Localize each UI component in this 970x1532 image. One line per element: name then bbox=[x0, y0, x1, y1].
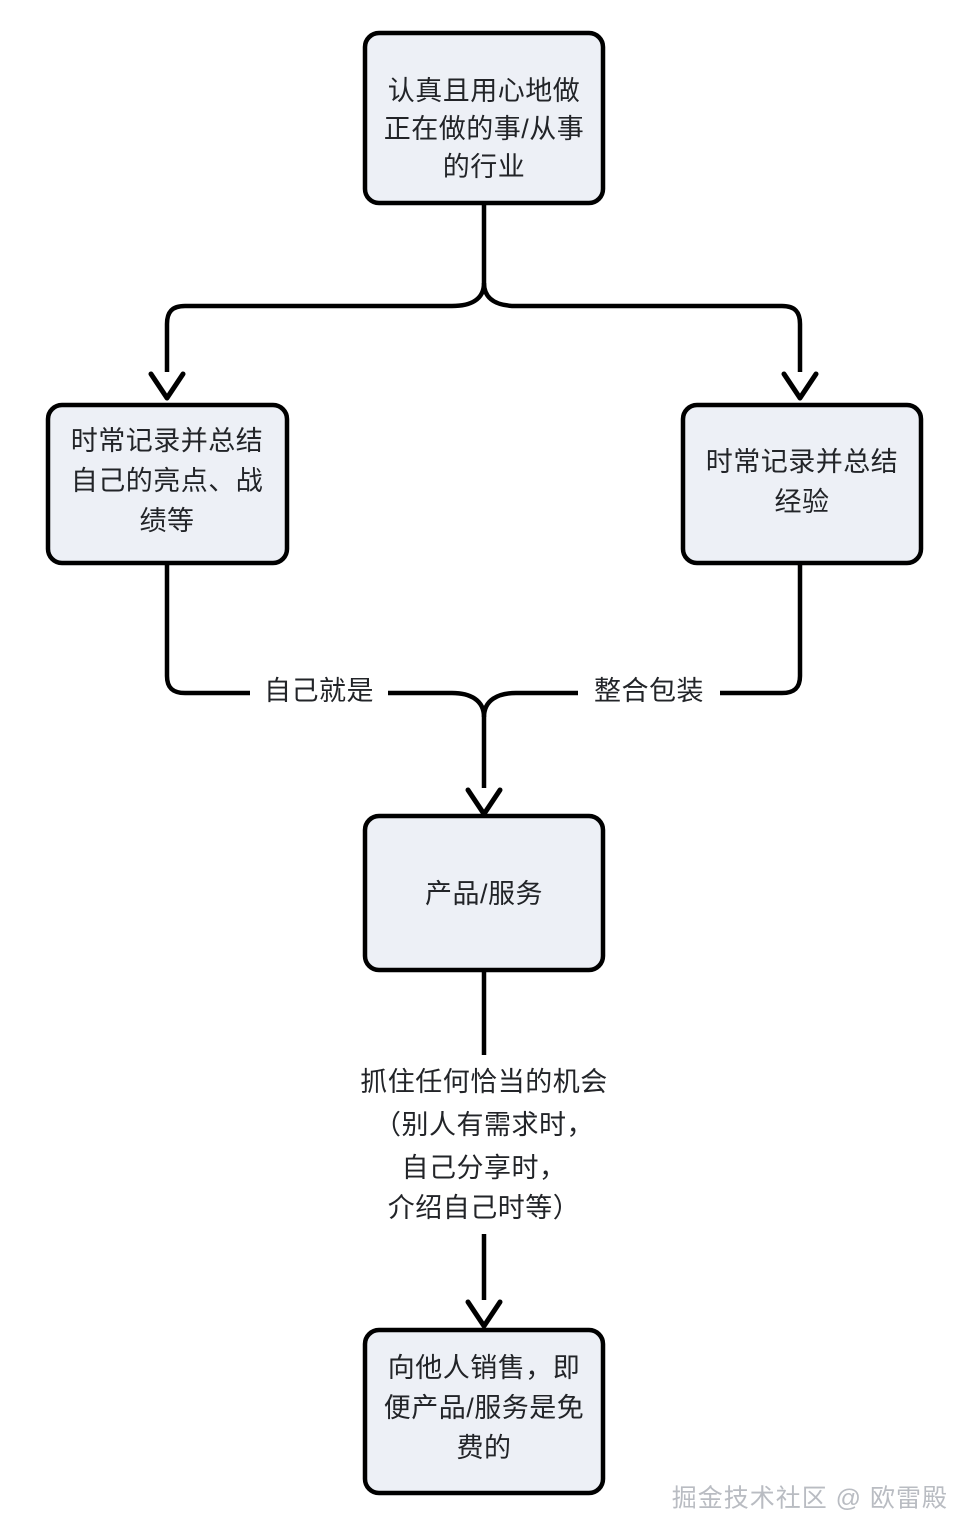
edge-label-text-line: （别人有需求时， bbox=[374, 1110, 594, 1140]
edge-label-backdrop bbox=[253, 672, 385, 714]
edge-label-backdrop bbox=[348, 1058, 620, 1234]
node-box[interactable] bbox=[362, 1327, 606, 1496]
node-text-line: 认真且用心地做 bbox=[388, 76, 581, 106]
edge-root-to-right bbox=[481, 282, 803, 372]
edge-label-text: 自己就是 bbox=[264, 676, 374, 706]
node-text-line: 正在做的事/从事 bbox=[384, 114, 585, 144]
node-box[interactable] bbox=[362, 30, 606, 206]
edge-product-to-sell bbox=[465, 970, 503, 1329]
node-text-line: 绩等 bbox=[140, 506, 195, 536]
watermark-label: 掘金技术社区 @ 欧雷殿 bbox=[672, 1485, 948, 1513]
arrow-head-to-sell-node bbox=[465, 1299, 503, 1329]
node-text-line: 费的 bbox=[457, 1433, 512, 1463]
node-text-line: 经验 bbox=[775, 487, 830, 517]
edge-root-split bbox=[148, 202, 819, 401]
node-text-line: 时常记录并总结 bbox=[71, 426, 264, 456]
edge-label-seize-opportunity: 抓住任何恰当的机会 （别人有需求时， 自己分享时， 介绍自己时等） bbox=[348, 1058, 620, 1234]
node-text-line: 产品/服务 bbox=[425, 879, 543, 909]
edge-label-text-line: 介绍自己时等） bbox=[388, 1193, 581, 1223]
edge-left-label-to-center bbox=[388, 690, 487, 718]
edge-label-text-line: 自己分享时， bbox=[402, 1153, 567, 1183]
node-sell-to-others[interactable]: 向他人销售，即 便产品/服务是免 费的 bbox=[362, 1327, 606, 1496]
node-text-line: 自己的亮点、战 bbox=[71, 466, 264, 496]
node-box[interactable] bbox=[680, 402, 924, 566]
edge-label-self-is: 自己就是 bbox=[253, 672, 385, 714]
edge-label-integrate-package: 整合包装 bbox=[581, 672, 717, 714]
arrow-head-to-left-node bbox=[148, 371, 186, 401]
edge-label-text: 整合包装 bbox=[594, 676, 704, 706]
node-do-work-seriously[interactable]: 认真且用心地做 正在做的事/从事 的行业 bbox=[362, 30, 606, 206]
edge-root-to-left bbox=[164, 282, 487, 372]
node-record-highlights[interactable]: 时常记录并总结 自己的亮点、战 绩等 bbox=[45, 402, 290, 566]
node-box[interactable] bbox=[362, 813, 606, 973]
edge-left-node-down bbox=[164, 562, 250, 696]
node-text-line: 时常记录并总结 bbox=[706, 447, 899, 477]
node-text-line: 的行业 bbox=[443, 152, 526, 182]
node-record-experience[interactable]: 时常记录并总结 经验 bbox=[680, 402, 924, 566]
node-text-line: 向他人销售，即 bbox=[388, 1353, 581, 1383]
node-box[interactable] bbox=[45, 402, 290, 566]
edge-merge-to-product bbox=[164, 562, 803, 817]
arrow-head-to-right-node bbox=[781, 371, 819, 401]
edge-label-text-line: 抓住任何恰当的机会 bbox=[360, 1067, 608, 1097]
edge-right-label-to-center bbox=[481, 690, 578, 718]
node-product-service[interactable]: 产品/服务 bbox=[362, 813, 606, 973]
edge-label-backdrop bbox=[581, 672, 717, 714]
edge-right-node-down bbox=[720, 562, 803, 696]
arrow-head-to-product-node bbox=[465, 787, 503, 817]
node-text-line: 便产品/服务是免 bbox=[384, 1393, 585, 1423]
